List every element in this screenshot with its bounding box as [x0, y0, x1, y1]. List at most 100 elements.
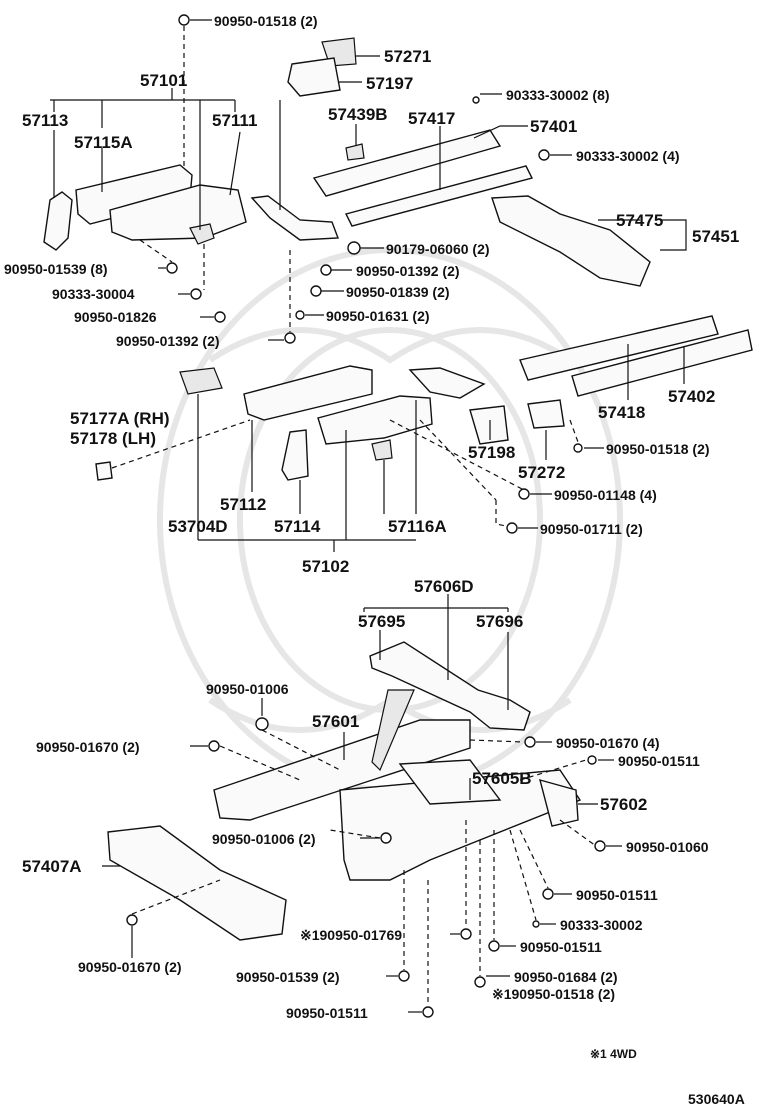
label-90950-01670-b: 90950-01670 (2): [78, 959, 182, 975]
part-57401-shape: [312, 129, 502, 197]
label-57601: 57601: [312, 712, 359, 731]
footnote: ※1 4WD: [590, 1047, 637, 1061]
label-57114: 57114: [274, 517, 321, 536]
label-57602: 57602: [600, 795, 647, 814]
label-90950-01684: 90950-01684 (2): [514, 969, 618, 985]
label-90950-01511-c: 90950-01511: [520, 939, 602, 955]
label-57417: 57417: [408, 109, 455, 128]
bottom-bolts: [126, 717, 606, 1018]
label-90950-01511-a: 90950-01511: [618, 753, 700, 769]
label-90950-01518-bot: ※190950-01518 (2): [492, 986, 615, 1002]
label-57198: 57198: [468, 443, 515, 462]
label-57401: 57401: [530, 117, 577, 136]
part-frame-shape: [339, 769, 582, 881]
leaders-top-right: [158, 93, 687, 341]
label-57605B: 57605B: [472, 769, 532, 788]
label-90333-30002-8: 90333-30002 (8): [506, 87, 610, 103]
part-57272-shape: [527, 399, 565, 429]
label-57272: 57272: [518, 463, 565, 482]
label-57177A: 57177A (RH): [70, 409, 170, 428]
label-90179-06060: 90179-06060 (2): [386, 241, 490, 257]
label-90950-01631: 90950-01631 (2): [326, 308, 430, 324]
bolt-90333-30002-4: [538, 149, 550, 161]
label-90950-01006-2: 90950-01006 (2): [212, 831, 316, 847]
label-57113: 57113: [22, 111, 68, 130]
label-57418: 57418: [598, 403, 645, 422]
group-57401-parts: [312, 96, 651, 287]
group-bottom-parts: [107, 641, 582, 941]
part-57417-shape: [344, 165, 534, 227]
part-57451-shape: [491, 195, 651, 287]
part-57606D-shape: [369, 641, 531, 731]
label-90950-01060: 90950-01060: [626, 839, 709, 855]
part-57198-shape: [469, 405, 509, 445]
part-57601-shape: [213, 719, 471, 821]
part-57402-shape: [571, 329, 753, 397]
label-90950-01511-d: 90950-01511: [286, 1005, 368, 1021]
part-57112-shape: [243, 365, 373, 421]
label-57271: 57271: [384, 47, 431, 66]
label-57115A: 57115A: [74, 133, 133, 152]
leaders-top-left: [50, 19, 380, 230]
label-90950-01392-b: 90950-01392 (2): [116, 333, 220, 349]
part-57407A-shape: [107, 825, 287, 941]
label-57197: 57197: [366, 74, 413, 93]
label-57407A: 57407A: [22, 857, 82, 876]
part-57177A-shape: [95, 461, 113, 481]
label-57116A: 57116A: [388, 517, 447, 536]
label-57695: 57695: [358, 612, 405, 631]
label-90333-30002: 90333-30002: [560, 917, 643, 933]
label-57475: 57475: [616, 211, 663, 230]
label-90950-01670-l: 90950-01670 (2): [36, 739, 140, 755]
diagram-id: 530640A: [688, 1091, 745, 1107]
label-90950-01839: 90950-01839 (2): [346, 284, 450, 300]
label-57102: 57102: [302, 557, 349, 576]
part-rail-shape: [250, 195, 339, 241]
label-57451: 57451: [692, 227, 739, 246]
part-57602-shape: [539, 779, 579, 827]
label-90950-01518-mid: 90950-01518 (2): [606, 441, 710, 457]
label-57696: 57696: [476, 612, 523, 631]
part-57114-shape: [281, 429, 309, 481]
part-57113-shape: [43, 191, 73, 251]
part-57197-shape: [287, 57, 341, 97]
part-bracket-shape: [189, 223, 215, 245]
label-57439B: 57439B: [328, 105, 388, 124]
label-57111: 57111: [212, 111, 257, 130]
label-90950-01006: 90950-01006: [206, 681, 289, 697]
top-bolts: [139, 14, 361, 344]
label-90950-01518-top: 90950-01518 (2): [214, 13, 318, 29]
arrow-shape: [371, 689, 415, 772]
label-90950-01539-8: 90950-01539 (8): [4, 261, 108, 277]
part-53704D-shape: [179, 367, 223, 395]
part-57111-shape: [109, 184, 247, 241]
label-90333-30004: 90333-30004: [52, 286, 135, 302]
label-90950-01711: 90950-01711 (2): [540, 521, 643, 537]
part-57418-shape: [519, 315, 719, 381]
label-57402: 57402: [668, 387, 715, 406]
part-57439B-shape: [345, 143, 365, 161]
label-90950-01539-2: 90950-01539 (2): [236, 969, 340, 985]
label-90950-01826: 90950-01826: [74, 309, 157, 325]
label-90950-01511-b: 90950-01511: [576, 887, 658, 903]
part-upper-shape: [408, 367, 486, 399]
label-57101: 57101: [140, 71, 187, 90]
label-57112: 57112: [220, 495, 266, 514]
label-57606D: 57606D: [414, 577, 474, 596]
part-labels: 90950-01518 (2) 57271 57197 57101 57113 …: [4, 13, 745, 1107]
part-57605B-shape: [398, 759, 502, 805]
label-53704D: 53704D: [168, 517, 228, 536]
part-small-bracket: [371, 439, 393, 461]
leaders-bottom: [102, 594, 622, 1013]
label-90950-01670-4: 90950-01670 (4): [556, 735, 660, 751]
group-57101-parts: [43, 37, 357, 251]
label-57178: 57178 (LH): [70, 429, 156, 448]
label-90950-01392-a: 90950-01392 (2): [356, 263, 460, 279]
group-57102-parts: [95, 315, 753, 534]
bolt-90333-30002-8: [472, 96, 480, 104]
label-90333-30002-4: 90333-30002 (4): [576, 148, 680, 164]
leaders-middle: [111, 344, 685, 552]
label-90950-01769: ※190950-01769: [300, 927, 402, 943]
